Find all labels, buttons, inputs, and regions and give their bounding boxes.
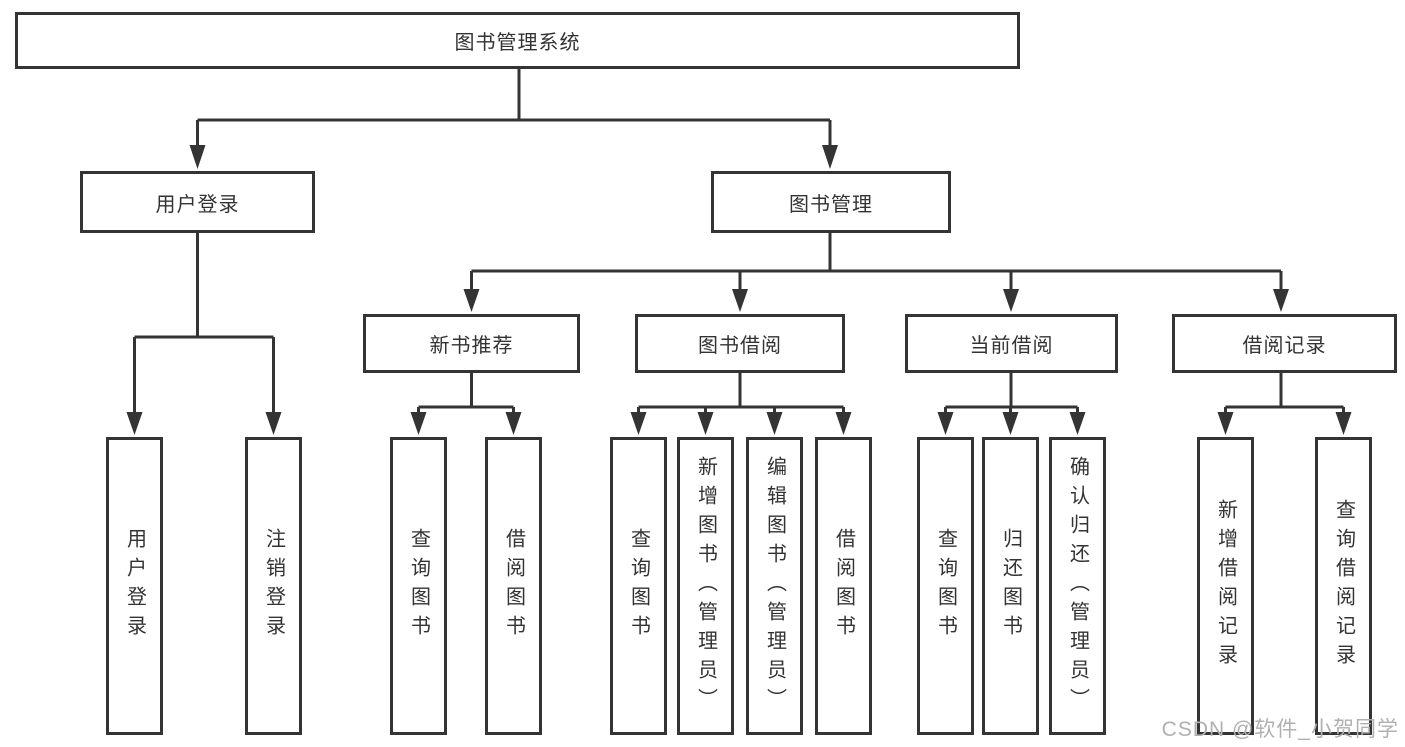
node-label: 归还图书 <box>999 528 1022 644</box>
connector-new-book-recommend-to-children <box>410 373 522 435</box>
node-label: 借阅图书 <box>502 528 525 644</box>
node-leaf-user-login: 用户登录 <box>106 437 163 735</box>
node-leaf-newrec-query-books: 查询图书 <box>390 437 447 735</box>
connector-user-login-to-children <box>126 233 282 435</box>
node-leaf-add-books-admin: 新增图书（管理员） <box>677 437 734 735</box>
watermark: CSDN @软件_小贺同学 <box>1161 718 1399 741</box>
connector-borrow-records-to-children <box>1217 373 1352 435</box>
node-label: 编辑图书（管理员） <box>763 455 786 717</box>
node-label: 图书借阅 <box>698 335 782 357</box>
node-leaf-return-books: 归还图书 <box>982 437 1039 735</box>
node-label: 确认归还（管理员） <box>1066 455 1089 717</box>
node-label: 图书管理 <box>789 193 873 216</box>
node-label: 新增借阅记录 <box>1214 499 1237 673</box>
connector-book-management-to-level3 <box>463 233 1289 312</box>
node-new-book-recommend: 新书推荐 <box>363 314 580 373</box>
node-label: 注销登录 <box>262 528 285 644</box>
node-leaf-confirm-return-admin: 确认归还（管理员） <box>1049 437 1106 735</box>
node-book-borrow: 图书借阅 <box>635 314 845 373</box>
node-label: 新书推荐 <box>429 335 514 357</box>
node-label: 查询借阅记录 <box>1332 499 1355 673</box>
node-label: 用户登录 <box>123 528 146 644</box>
node-label: 查询图书 <box>934 528 957 644</box>
node-leaf-query-borrow-record: 查询借阅记录 <box>1315 437 1372 735</box>
node-user-login: 用户登录 <box>80 171 315 233</box>
node-root-system: 图书管理系统 <box>15 12 1020 69</box>
connector-root-to-level2 <box>189 69 838 169</box>
node-leaf-add-borrow-record: 新增借阅记录 <box>1197 437 1254 735</box>
node-label: 新增图书（管理员） <box>694 455 717 717</box>
node-leaf-newrec-borrow-books: 借阅图书 <box>485 437 542 735</box>
node-book-management: 图书管理 <box>711 171 951 233</box>
node-leaf-borrow-books: 借阅图书 <box>815 437 872 735</box>
node-label: 查询图书 <box>407 528 430 644</box>
node-label: 查询图书 <box>627 528 650 644</box>
node-leaf-edit-books-admin: 编辑图书（管理员） <box>746 437 803 735</box>
node-leaf-logout: 注销登录 <box>245 437 302 735</box>
node-label: 借阅图书 <box>832 528 855 644</box>
node-label: 当前借阅 <box>969 335 1054 357</box>
connector-book-borrow-to-children <box>630 373 852 435</box>
node-borrow-records: 借阅记录 <box>1172 314 1397 373</box>
node-label: 借阅记录 <box>1242 335 1327 357</box>
node-label: 用户登录 <box>155 193 240 216</box>
node-current-borrow: 当前借阅 <box>905 314 1118 373</box>
connector-current-borrow-to-children <box>937 373 1086 435</box>
node-label: 图书管理系统 <box>454 32 581 54</box>
node-leaf-current-query-books: 查询图书 <box>917 437 974 735</box>
node-leaf-borrow-query-books: 查询图书 <box>610 437 667 735</box>
